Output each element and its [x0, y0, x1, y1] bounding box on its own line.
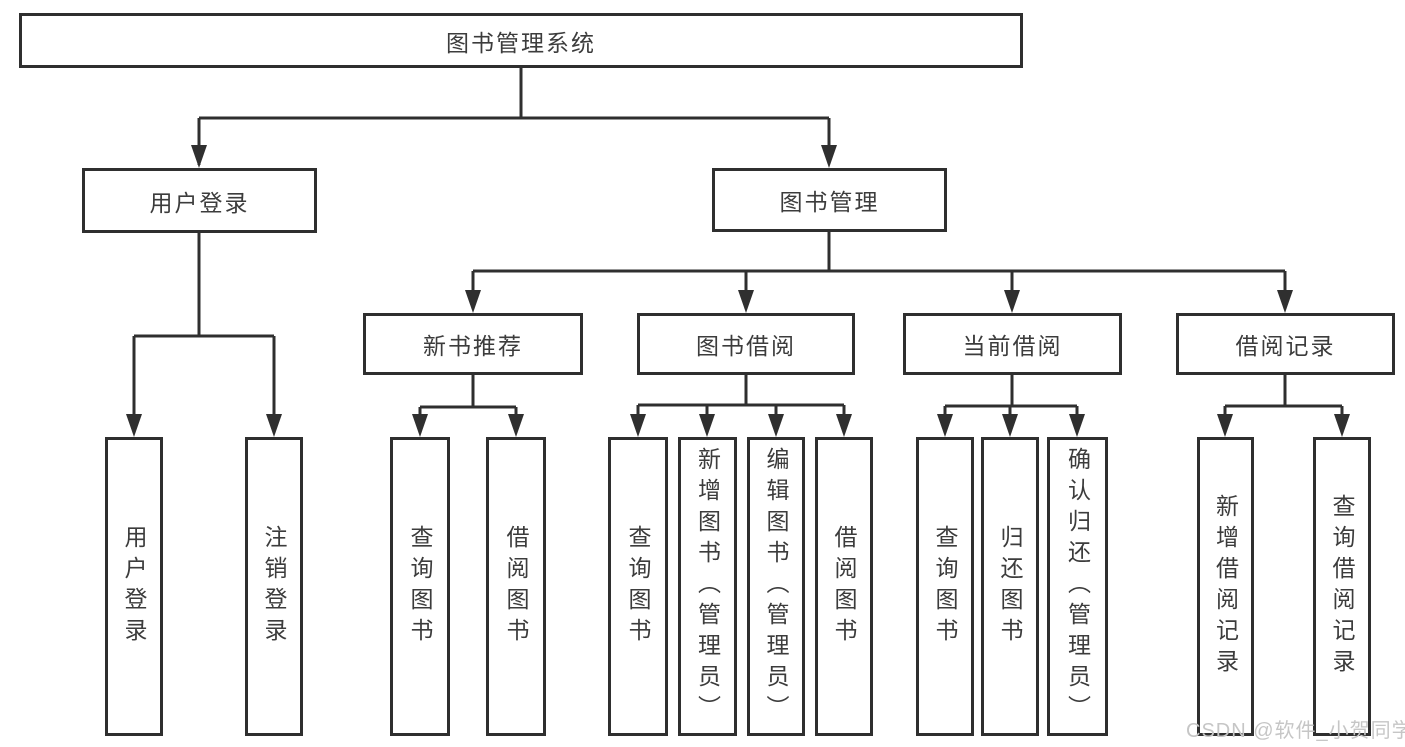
leaf-return-books: 归还图书 — [981, 437, 1039, 736]
node-book-management: 图书管理 — [712, 168, 947, 232]
node-root: 图书管理系统 — [19, 13, 1023, 68]
leaf-borrow-books-recommend: 借阅图书 — [486, 437, 546, 736]
leaf-query-borrow-record: 查询借阅记录 — [1313, 437, 1371, 736]
leaf-confirm-return-admin: 确认归还（管理员） — [1047, 437, 1108, 736]
node-current-borrow: 当前借阅 — [903, 313, 1122, 375]
leaf-user-login: 用户登录 — [105, 437, 163, 736]
leaf-add-borrow-record: 新增借阅记录 — [1197, 437, 1254, 736]
leaf-borrow-books: 借阅图书 — [815, 437, 873, 736]
arrowheads — [126, 145, 1350, 437]
leaf-logout: 注销登录 — [245, 437, 303, 736]
leaf-add-books-admin: 新增图书（管理员） — [678, 437, 737, 736]
csdn-watermark: CSDN @软件_小贺同学 — [1186, 720, 1405, 742]
leaf-query-books-current: 查询图书 — [916, 437, 974, 736]
node-new-book-recommend: 新书推荐 — [363, 313, 583, 375]
leaf-query-books-borrow: 查询图书 — [608, 437, 668, 736]
node-user-login: 用户登录 — [82, 168, 317, 233]
node-book-borrow: 图书借阅 — [637, 313, 855, 375]
leaf-query-books-recommend: 查询图书 — [390, 437, 450, 736]
leaf-edit-books-admin: 编辑图书（管理员） — [747, 437, 805, 736]
connector-strokes — [132, 68, 1344, 433]
node-borrow-records: 借阅记录 — [1176, 313, 1395, 375]
